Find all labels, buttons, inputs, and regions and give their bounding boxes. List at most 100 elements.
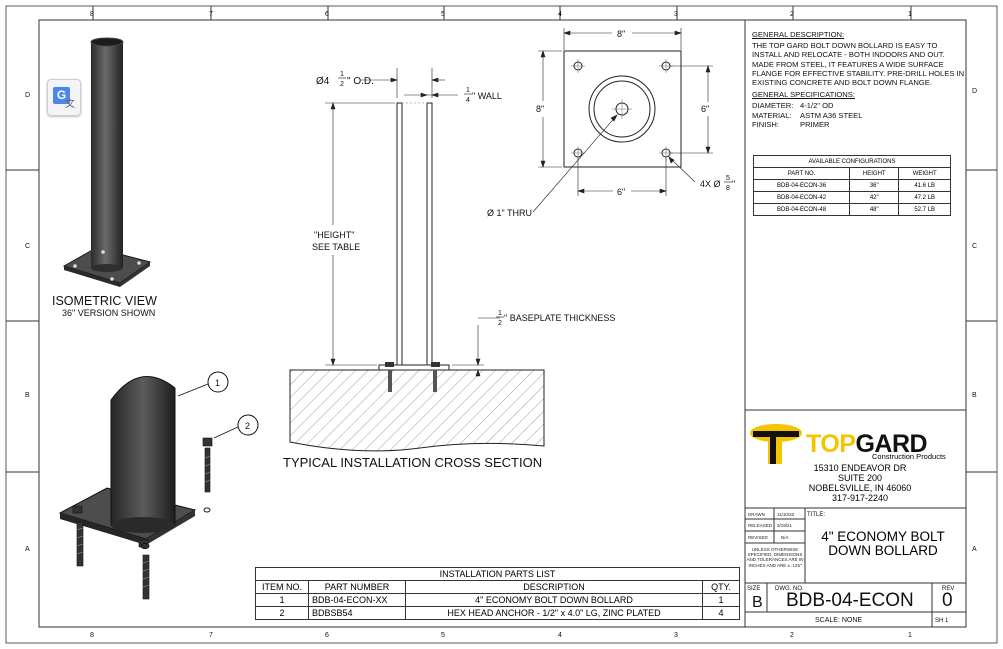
revised-label: REVISED [748,535,768,540]
zone-right-a: A [972,546,977,553]
spec-row: DIAMETER: 4-1/2" OD [752,101,968,110]
config-part-no: BDB-04-ECON-36 [752,179,851,192]
od-frac-num: 1 [340,71,344,78]
revised-date: N/A [781,535,789,540]
zone-right-c: C [972,243,977,250]
height-label-2: SEE TABLE [312,242,360,252]
cross-section [289,68,545,452]
zone-bottom-1: 1 [908,632,912,639]
od-suffix: " O.D. [347,76,374,87]
isometric-view-subtitle: 36" VERSION SHOWN [62,308,155,318]
isometric-view-title: ISOMETRIC VIEW [52,294,157,308]
parts-list-title: INSTALLATION PARTS LIST [255,567,740,581]
scale-text: SCALE: NONE [815,617,862,624]
zone-bottom-4: 4 [558,632,562,639]
logo-gard-word: GARD [855,430,928,458]
address-line: NOBELSVILLE, IN 46060 [808,483,912,493]
general-description-text: THE TOP GARD BOLT DOWN BOLLARD IS EASY T… [752,41,965,88]
config-height: 48" [849,203,900,216]
od-prefix: Ø4 [316,76,330,87]
part-qty: 1 [702,593,740,607]
baseplate-frac-num: 1 [498,310,502,317]
zone-left-d: D [25,92,30,99]
config-weight: 47.2 LB [898,191,951,204]
table-row: 2 BDBSB54 HEX HEAD ANCHOR - 1/2" x 4.0" … [255,606,740,620]
company-address: 15310 ENDEAVOR DR SUITE 200 NOBELSVILLE,… [800,463,920,503]
holes-prefix: 4X Ø [700,179,721,189]
zone-right-d: D [972,88,977,95]
zone-top-1: 1 [908,11,912,18]
wall-suffix: " WALL [472,91,502,101]
google-translate-icon[interactable]: G 文 [47,79,81,116]
plate-top-view [532,28,713,213]
config-height: 36" [849,179,900,192]
plate-width-label: 8" [617,29,625,39]
zone-bottom-7: 7 [209,632,213,639]
callout-2-label: 2 [245,421,250,431]
table-row: BDB-04-ECON-36 36" 41.6 LB [752,179,951,192]
spec-value: PRIMER [800,119,830,129]
drawn-date: 11/10/20 [777,512,795,517]
cross-section-title: TYPICAL INSTALLATION CROSS SECTION [283,455,542,470]
config-weight: 52.7 LB [898,203,951,216]
parts-header: ITEM NO. [255,580,309,594]
zone-left-b: B [25,392,30,399]
drawing-number: BDB-04-ECON [786,590,914,611]
part-number: BDBSB54 [308,606,406,620]
holes-frac-num: 5 [726,175,730,182]
zone-bottom-2: 2 [790,632,794,639]
callout-balloons [207,371,259,436]
spec-value: 4-1/2" OD [800,101,834,111]
drawing-title-line: DOWN BOLLARD [828,543,938,558]
general-specifications-heading: GENERAL SPECIFICATIONS: [752,90,855,100]
drawing-title-line: 4" ECONOMY BOLT [821,529,945,544]
zone-top-7: 7 [209,11,213,18]
parts-header: QTY. [702,580,740,594]
item-no: 2 [255,606,309,620]
drawing-size: B [752,594,763,611]
zone-top-6: 6 [325,11,329,18]
config-part-no: BDB-04-ECON-48 [752,203,851,216]
baseplate-suffix: " BASEPLATE THICKNESS [504,313,615,323]
holes-frac-den: 8 [726,185,730,192]
part-number: BDB-04-ECON-XX [308,593,406,607]
size-label: SIZE [747,586,760,592]
config-header: WEIGHT [898,167,951,180]
exploded-isometric [58,371,259,600]
spec-row: FINISH: PRIMER [752,120,968,129]
address-line: 15310 ENDEAVOR DR [813,463,907,473]
zone-bottom-3: 3 [674,632,678,639]
zone-top-2: 2 [790,11,794,18]
spec-key: FINISH: [752,119,780,129]
zone-top-8: 8 [90,11,94,18]
general-description-heading: GENERAL DESCRIPTION: [752,30,845,39]
holes-suffix: " [732,179,735,189]
wall-frac-num: 1 [466,87,470,94]
company-logo: TOPGARD [806,430,928,459]
hole-spacing-h-label: 6" [617,187,625,197]
center-hole-label: Ø 1" THRU [487,208,532,218]
address-line: 317-917-2240 [831,493,889,503]
info-column-lines [744,20,966,627]
zone-bottom-6: 6 [325,632,329,639]
released-date: 3/19/21 [777,523,793,528]
parts-header: PART NUMBER [308,580,406,594]
callout-1-label: 1 [215,378,220,388]
spec-key: DIAMETER: [752,101,794,111]
config-part-no: BDB-04-ECON-42 [752,191,851,204]
part-description: HEX HEAD ANCHOR - 1/2" x 4.0" LG, ZINC P… [405,606,703,620]
zone-bottom-8: 8 [90,632,94,639]
table-row: BDB-04-ECON-48 48" 52.7 LB [752,203,951,216]
dwg-no-label: DWG. NO. [775,586,804,592]
height-label-1: "HEIGHT" [314,230,354,240]
topgard-logo-mark [750,424,802,464]
config-height: 42" [849,191,900,204]
drawing-title: 4" ECONOMY BOLT DOWN BOLLARD [808,530,958,558]
zone-left-c: C [25,243,30,250]
tolerance-note: UNLESS OTHERWISE SPECIFIED, DIMENSIONS A… [746,547,804,568]
logo-top-word: TOP [806,430,856,458]
general-description: GENERAL DESCRIPTION: THE TOP GARD BOLT D… [752,30,968,129]
part-qty: 4 [702,606,740,620]
drawing-revision: 0 [942,590,953,611]
